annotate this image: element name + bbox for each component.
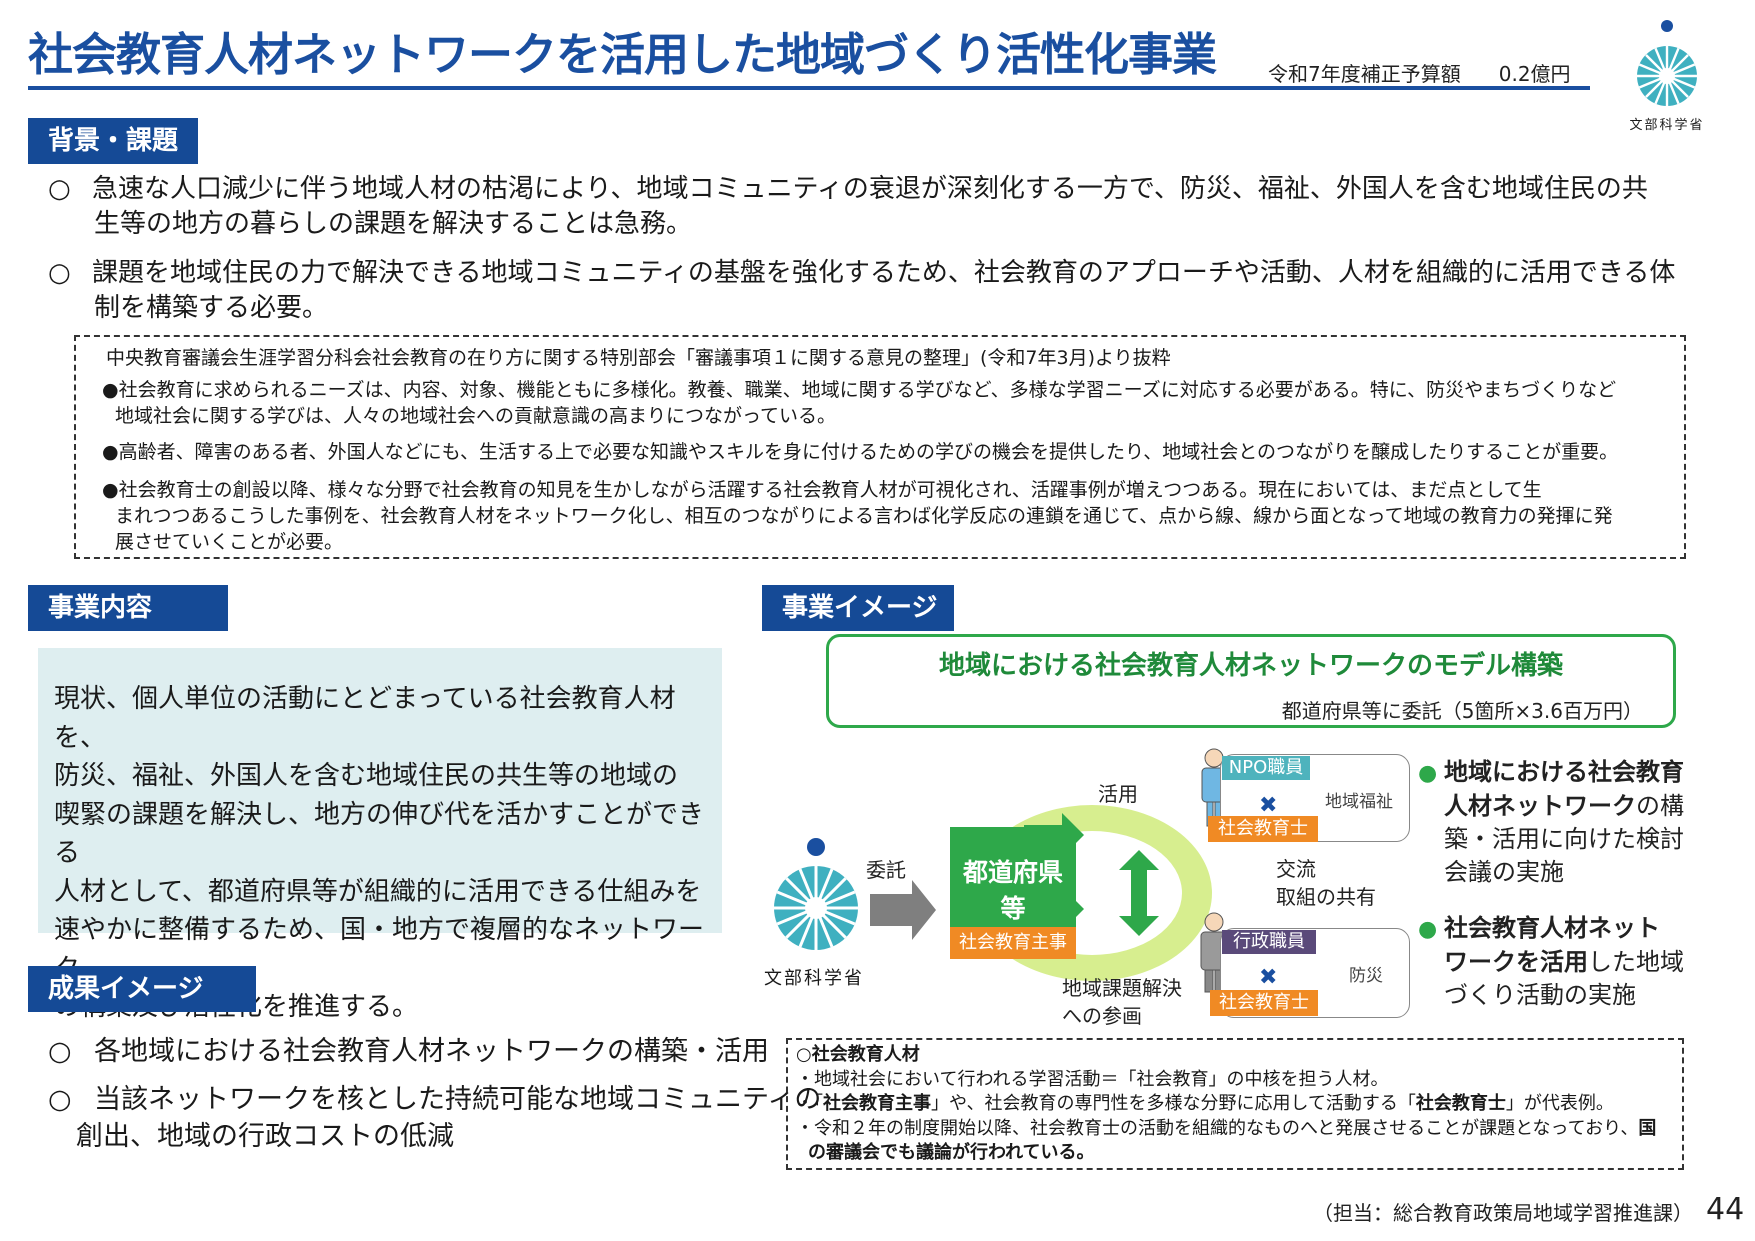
background-item-1-line2: 生等の地方の暮らしの課題を解決することは急務。: [94, 209, 693, 239]
prefecture-line1: 都道府県: [962, 858, 1063, 887]
section-heading-results: 成果イメージ: [28, 966, 256, 1012]
result-item-2: ○ 当該ネットワークを核とした持続可能な地域コミュニティの 創出、地域の行政コスト…: [48, 1081, 821, 1155]
model-box: 地域における社会教育人材ネットワークのモデル構築 都道府県等に委託（5箇所×3.…: [826, 634, 1676, 728]
definition-line3: ・令和２年の制度開始以降、社会教育士の活動を組織的なものへと発展させることが課題…: [796, 1117, 1674, 1142]
section-heading-business: 事業内容: [28, 585, 228, 631]
npo-role-tag: 社会教育士: [1208, 816, 1318, 842]
quote-source: 中央教育審議会生涯学習分科会社会教育の在り方に関する特別部会「審議事項１に関する…: [106, 347, 1171, 369]
cross-icon: ✖: [1259, 793, 1278, 818]
use-label: 活用: [1098, 782, 1138, 806]
definition-box: ○社会教育人材 ・地域社会において行われる学習活動＝「社会教育」の中核を担う人材…: [786, 1038, 1684, 1170]
definition-line3-b: 国: [1638, 1117, 1657, 1139]
mext-emblem-icon: [1637, 20, 1697, 106]
npo-tag: NPO職員: [1222, 756, 1310, 780]
definition-line1: ・地域社会において行われる学習活動＝「社会教育」の中核を担う人材。: [796, 1068, 1389, 1090]
image-bullet-2-bold1: 社会教育人材ネット: [1444, 914, 1660, 942]
title-underline: [28, 86, 1590, 90]
quote-box: 中央教育審議会生涯学習分科会社会教育の在り方に関する特別部会「審議事項１に関する…: [74, 335, 1686, 559]
circle-mark: ○: [48, 1036, 72, 1067]
business-line: 防災、福祉、外国人を含む地域住民の共生等の地域の: [54, 761, 679, 791]
mext-logo: 文部科学省: [1628, 18, 1706, 133]
definition-line2: ・「社会教育主事」や、社会教育の専門性を多様な分野に応用して活動する「社会教育士…: [796, 1092, 1674, 1117]
quote-bullet-2-line1: ●高齢者、障害のある者、外国人などにも、生活する上で必要な知識やスキルを身に付け…: [102, 441, 1619, 463]
budget-amount: 0.2億円: [1498, 62, 1571, 86]
quote-bullet-3: ●社会教育士の創設以降、様々な分野で社会教育の知見を生かしながら活躍する社会教育…: [102, 477, 1667, 555]
background-item-2: ○ 課題を地域住民の力で解決できる地域コミュニティの基盤を強化するため、社会教育の…: [48, 256, 1688, 326]
background-item-2-line1: 課題を地域住民の力で解決できる地域コミュニティの基盤を強化するため、社会教育のア…: [92, 258, 1676, 288]
result-item-2-line2: 創出、地域の行政コストの低減: [76, 1121, 454, 1152]
exchange-line2: 取組の共有: [1276, 885, 1376, 909]
bullet-dot-icon: ●: [1418, 917, 1438, 942]
definition-line3-a: ・令和２年の制度開始以降、社会教育士の活動を組織的なものへと発展させることが課題…: [796, 1117, 1639, 1139]
gov-tag: 行政職員: [1222, 930, 1316, 954]
share-arrow: [1119, 850, 1159, 936]
quote-bullet-1-line2: 地域社会に関する学びは、人々の地域社会への貢献意識の高まりにつながっている。: [115, 405, 837, 427]
npo-field: 地域福祉: [1325, 792, 1393, 812]
image-bullet-1-line3: 築・活用に向けた検討: [1444, 825, 1684, 853]
exchange-label: 交流 取組の共有: [1276, 855, 1376, 911]
definition-line2-a: ・「: [796, 1093, 823, 1114]
result-item-1-text: 各地域における社会教育人材ネットワークの構築・活用: [94, 1036, 769, 1067]
quote-bullet-2: ●高齢者、障害のある者、外国人などにも、生活する上で必要な知識やスキルを身に付け…: [102, 439, 1667, 465]
entrust-label: 委託: [866, 858, 906, 882]
result-item-2-line1: 当該ネットワークを核とした持続可能な地域コミュニティの: [94, 1084, 822, 1115]
definition-line2-c: 」や、社会教育の専門性を多様な分野に応用して活動する「: [931, 1093, 1416, 1114]
exchange-line1: 交流: [1276, 857, 1316, 881]
prefecture-tag: 社会教育主事: [950, 927, 1076, 959]
business-line: 人材として、都道府県等が組織的に活用できる仕組みを: [54, 876, 702, 907]
participation-line2: への参画: [1062, 1004, 1142, 1028]
model-title: 地域における社会教育人材ネットワークのモデル構築: [938, 651, 1563, 681]
circle-mark: ○: [48, 258, 71, 288]
circle-mark: ○: [48, 1084, 72, 1115]
page-number: 44: [1706, 1192, 1745, 1227]
image-bullet-2-bold2: ワークを活用: [1444, 948, 1588, 976]
circle-mark: ○: [48, 174, 71, 204]
image-bullet-2: ●社会教育人材ネット ワークを活用した地域 づくり活動の実施: [1418, 912, 1688, 1012]
quote-bullet-1: ●社会教育に求められるニーズは、内容、対象、機能ともに多様化。教養、職業、地域に…: [102, 377, 1667, 429]
image-bullet-1: ●地域における社会教育 人材ネットワークの構 築・活用に向けた検討 会議の実施: [1418, 756, 1688, 889]
background-item-2-line2: 制を構築する必要。: [94, 293, 329, 323]
model-subtitle: 都道府県等に委託（5箇所×3.6百万円）: [1281, 699, 1643, 723]
prefecture-line2: 等: [1000, 894, 1026, 923]
section-heading-image: 事業イメージ: [762, 585, 954, 631]
quote-bullet-1-line1: ●社会教育に求められるニーズは、内容、対象、機能ともに多様化。教養、職業、地域に…: [102, 379, 1617, 401]
result-item-1: ○ 各地域における社会教育人材ネットワークの構築・活用: [48, 1033, 769, 1070]
definition-line2-d: 社会教育士: [1415, 1093, 1506, 1114]
entrust-arrow: [870, 880, 936, 940]
image-bullet-1-rest2: の構: [1636, 792, 1684, 820]
mext-emblem-icon: [774, 838, 858, 950]
business-line: 現状、個人単位の活動にとどまっている社会教育人材を、: [54, 684, 676, 753]
footer-contact: （担当：総合教育政策局地域学習推進課）: [1313, 1201, 1693, 1225]
background-item-1-line1: 急速な人口減少に伴う地域人材の枯渇により、地域コミュニティの衰退が深刻化する一方…: [92, 174, 1648, 204]
image-bullet-1-bold1: 地域における社会教育: [1444, 758, 1684, 786]
definition-line4: の審議会でも議論が行われている。: [808, 1142, 1095, 1163]
budget-line: 令和7年度補正予算額 0.2億円: [1268, 58, 1571, 87]
business-content-box: 現状、個人単位の活動にとどまっている社会教育人材を、 防災、福祉、外国人を含む地…: [38, 648, 722, 1022]
definition-line2-e: 」が代表例。: [1505, 1093, 1614, 1114]
business-line: 喫緊の課題を解決し、地方の伸び代を活かすことができる: [54, 799, 705, 869]
mext-logo-label: 文部科学省: [1629, 118, 1705, 133]
image-bullet-2-rest2: した地域: [1588, 948, 1684, 976]
background-item-1: ○ 急速な人口減少に伴う地域人材の枯渇により、地域コミュニティの衰退が深刻化する一…: [48, 172, 1688, 242]
definition-line2-b: 社会教育主事: [823, 1093, 931, 1114]
image-bullet-1-bold2: 人材ネットワーク: [1444, 792, 1636, 820]
quote-bullet-3-line2: まれつつあるこうした事例を、社会教育人材をネットワーク化し、相互のつながりによる…: [115, 505, 1613, 527]
mext-logo-label: 文部科学省: [764, 968, 864, 989]
definition-title: ○社会教育人材: [796, 1044, 920, 1065]
section-heading-background: 背景・課題: [28, 118, 199, 164]
image-bullet-2-line3: づくり活動の実施: [1444, 981, 1636, 1009]
bullet-dot-icon: ●: [1418, 761, 1438, 786]
budget-label: 令和7年度補正予算額: [1268, 62, 1461, 86]
gov-role-tag: 社会教育士: [1210, 990, 1318, 1016]
quote-bullet-3-line3: 展させていくことが必要。: [115, 531, 344, 553]
participation-line1: 地域課題解決: [1062, 976, 1182, 1000]
cross-icon: ✖: [1259, 965, 1278, 990]
page-title: 社会教育人材ネットワークを活用した地域づくり活性化事業: [28, 28, 1217, 81]
participation-label: 地域課題解決 への参画: [1062, 974, 1182, 1030]
image-bullet-1-line4: 会議の実施: [1444, 858, 1564, 886]
gov-field: 防災: [1349, 966, 1383, 986]
quote-bullet-3-line1: ●社会教育士の創設以降、様々な分野で社会教育の知見を生かしながら活躍する社会教育…: [102, 479, 1542, 501]
